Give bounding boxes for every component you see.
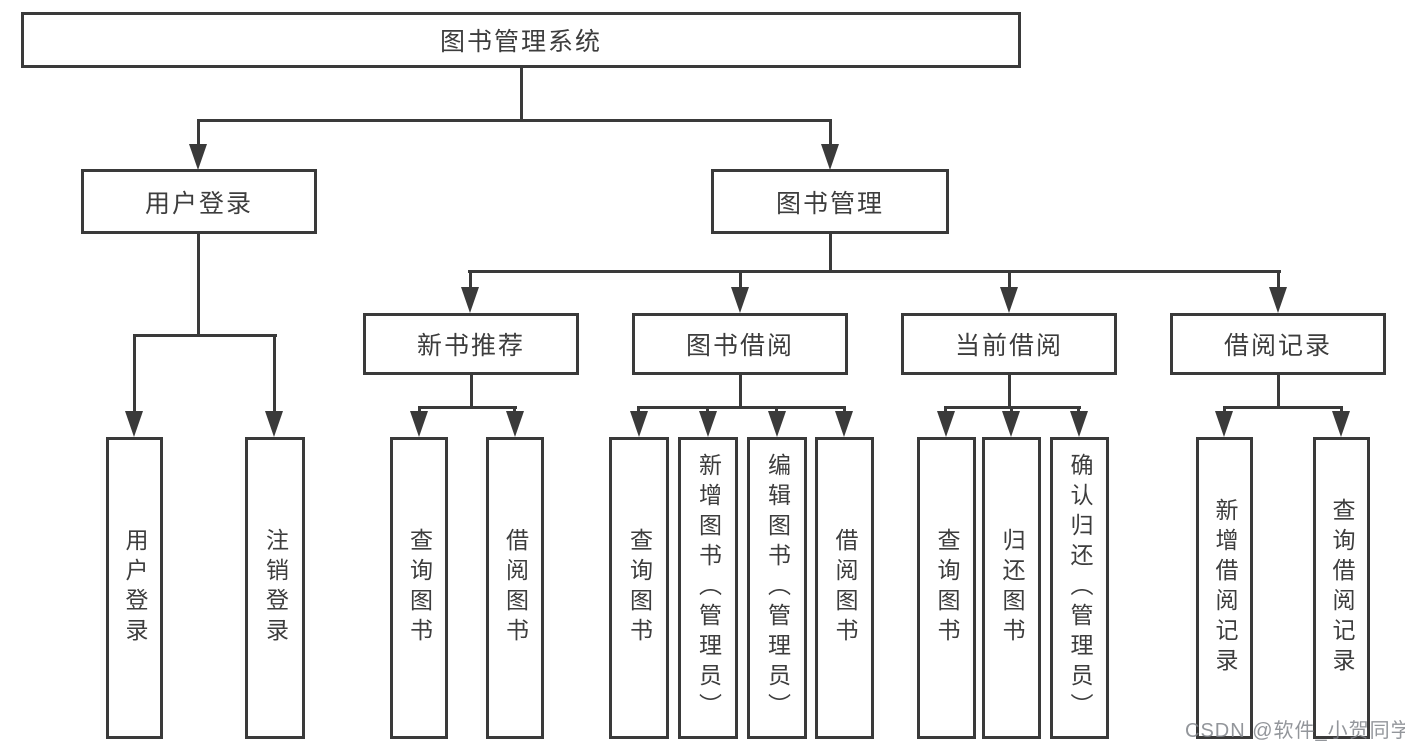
connector-line-32: [1340, 406, 1343, 414]
arrowhead-down-icon-13: [835, 411, 853, 437]
node-leaf-nb-query: 查询图书: [390, 437, 448, 739]
connector-line-17: [513, 406, 516, 414]
connector-line-1: [197, 119, 832, 122]
node-label-leaf-br-add: 新增借阅记录: [1212, 498, 1238, 678]
node-leaf-bb-edit: 编辑图书（管理员）: [747, 437, 807, 739]
node-leaf-bb-query: 查询图书: [609, 437, 669, 739]
node-leaf-bb-add: 新增图书（管理员）: [678, 437, 738, 739]
connector-line-13: [1277, 270, 1280, 289]
node-current-borrowing: 当前借阅: [901, 313, 1117, 375]
node-leaf-br-query: 查询借阅记录: [1313, 437, 1370, 739]
connector-line-20: [637, 406, 640, 414]
node-leaf-bb-borrow: 借阅图书: [815, 437, 874, 739]
node-label-root: 图书管理系统: [439, 28, 602, 56]
connector-line-18: [739, 375, 742, 408]
connector-line-15: [418, 406, 517, 409]
arrowhead-down-icon-4: [461, 287, 479, 313]
arrowhead-down-icon-10: [630, 411, 648, 437]
node-book-borrowing: 图书借阅: [632, 313, 848, 375]
node-root: 图书管理系统: [21, 12, 1021, 68]
arrowhead-down-icon-5: [731, 287, 749, 313]
arrowhead-down-icon-18: [1332, 411, 1350, 437]
connector-line-4: [197, 234, 200, 336]
arrowhead-down-icon-11: [699, 411, 717, 437]
node-leaf-br-add: 新增借阅记录: [1196, 437, 1253, 739]
node-label-leaf-cb-return: 归还图书: [999, 528, 1025, 648]
connector-line-10: [469, 270, 472, 289]
node-label-leaf-cb-confirm: 确认归还（管理员）: [1067, 453, 1093, 723]
arrowhead-down-icon-6: [1000, 287, 1018, 313]
connector-line-3: [829, 119, 832, 146]
node-label-book-management: 图书管理: [775, 189, 884, 218]
node-label-leaf-br-query: 查询借阅记录: [1329, 498, 1355, 678]
node-label-new-book-recommend: 新书推荐: [416, 332, 525, 360]
node-label-leaf-user-login: 用户登录: [122, 528, 148, 648]
node-leaf-cb-return: 归还图书: [982, 437, 1041, 739]
connector-line-29: [1277, 375, 1280, 408]
node-label-leaf-cb-query: 查询图书: [934, 528, 960, 648]
arrowhead-down-icon-17: [1215, 411, 1233, 437]
node-label-user-login: 用户登录: [144, 189, 253, 218]
connector-line-26: [944, 406, 947, 414]
node-label-leaf-bb-edit: 编辑图书（管理员）: [764, 453, 791, 723]
connector-line-19: [637, 406, 846, 409]
arrowhead-down-icon-8: [410, 411, 428, 437]
connector-line-22: [775, 406, 778, 414]
node-leaf-cb-query: 查询图书: [917, 437, 976, 739]
arrowhead-down-icon-1: [821, 144, 839, 170]
node-leaf-logout: 注销登录: [245, 437, 305, 739]
connector-line-2: [197, 119, 200, 146]
node-borrow-records: 借阅记录: [1170, 313, 1386, 375]
csdn-watermark: CSDN @软件_小贺同学: [1185, 720, 1405, 742]
arrowhead-down-icon-14: [937, 411, 955, 437]
connector-line-8: [829, 234, 832, 272]
connector-line-23: [843, 406, 846, 414]
arrowhead-down-icon-7: [1269, 287, 1287, 313]
connector-line-30: [1223, 406, 1343, 409]
node-leaf-cb-confirm: 确认归还（管理员）: [1050, 437, 1109, 739]
connector-line-27: [1010, 406, 1013, 414]
connector-line-11: [739, 270, 742, 289]
arrowhead-down-icon-2: [125, 411, 143, 437]
arrowhead-down-icon-15: [1002, 411, 1020, 437]
connector-line-21: [706, 406, 709, 414]
arrowhead-down-icon-12: [768, 411, 786, 437]
connector-line-6: [133, 334, 136, 413]
arrowhead-down-icon-0: [189, 144, 207, 170]
arrowhead-down-icon-9: [506, 411, 524, 437]
connector-line-31: [1223, 406, 1226, 414]
connector-line-28: [1077, 406, 1080, 414]
node-label-leaf-bb-borrow: 借阅图书: [832, 528, 858, 648]
arrowhead-down-icon-3: [265, 411, 283, 437]
connector-line-16: [418, 406, 421, 414]
node-label-leaf-logout: 注销登录: [262, 528, 289, 648]
node-label-leaf-bb-query: 查询图书: [626, 528, 653, 648]
node-new-book-recommend: 新书推荐: [363, 313, 579, 375]
connector-line-12: [1008, 270, 1011, 289]
node-label-leaf-nb-borrow: 借阅图书: [502, 528, 529, 648]
connector-line-9: [468, 270, 1281, 273]
node-label-current-borrowing: 当前借阅: [954, 332, 1063, 360]
node-leaf-nb-borrow: 借阅图书: [486, 437, 544, 739]
node-label-leaf-nb-query: 查询图书: [406, 528, 433, 648]
node-book-management: 图书管理: [711, 169, 949, 234]
arrowhead-down-icon-16: [1070, 411, 1088, 437]
connector-line-24: [1008, 375, 1011, 408]
connector-line-7: [273, 334, 276, 413]
node-label-leaf-bb-add: 新增图书（管理员）: [695, 453, 722, 723]
connector-line-14: [470, 375, 473, 408]
connector-line-5: [133, 334, 277, 337]
node-label-book-borrowing: 图书借阅: [685, 332, 794, 360]
node-leaf-user-login: 用户登录: [106, 437, 163, 739]
connector-line-0: [520, 68, 523, 120]
node-label-borrow-records: 借阅记录: [1223, 332, 1332, 360]
node-user-login: 用户登录: [81, 169, 317, 234]
